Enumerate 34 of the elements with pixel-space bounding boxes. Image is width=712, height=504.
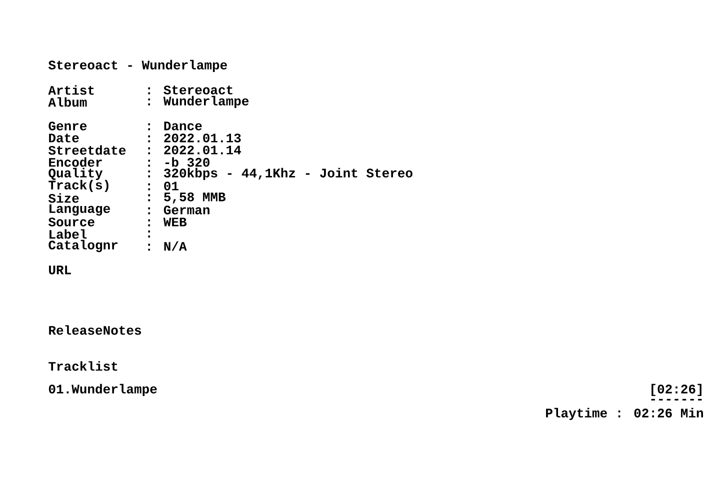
- playtime-total: Playtime : 02:26 Min: [546, 408, 703, 420]
- field-value: : 2022.01.14: [148, 146, 242, 154]
- heading: Tracklist: [48, 361, 118, 371]
- field-value: : -b 320: [148, 157, 210, 167]
- field-value: : Dance: [148, 122, 202, 130]
- field-name: Artist: [48, 85, 94, 95]
- field-name: Quality: [48, 168, 103, 180]
- field-name: Album: [48, 97, 87, 107]
- track-title: 01.Wunderlampe: [48, 384, 157, 396]
- field-name: Genre: [48, 122, 87, 130]
- field-value: : Stereoact: [148, 86, 232, 94]
- field-name: Size: [48, 193, 79, 203]
- field-value: :: [148, 230, 150, 238]
- field-name: Track(s): [48, 180, 108, 192]
- field-value: : WEB: [148, 218, 187, 226]
- field-name: Label: [50, 229, 87, 239]
- field-value: : 2022.01.13: [148, 134, 241, 142]
- field-value: : German: [148, 206, 210, 214]
- field-name: Source: [48, 218, 94, 226]
- heading: URL: [49, 266, 71, 274]
- field-value: : N/A: [148, 241, 187, 251]
- field-value: : Wunderlampe: [148, 96, 249, 108]
- field-name: Date: [49, 134, 79, 142]
- field-value: : 5,58 MMB: [148, 192, 226, 204]
- heading: ReleaseNotes: [49, 325, 142, 335]
- field-value: : 01: [148, 182, 178, 190]
- field-name: Streetdate: [48, 145, 126, 155]
- field-name: Language: [50, 204, 110, 216]
- track-duration: [02:26]: [652, 384, 702, 396]
- field-value: : 320kbps - 44,1Khz - Joint Stereo: [148, 168, 412, 180]
- field-name: Encoder: [49, 157, 102, 167]
- field-name: Catalognr: [48, 240, 118, 252]
- heading: Stereoact - Wunderlampe: [48, 60, 227, 72]
- divider: -------: [651, 398, 702, 400]
